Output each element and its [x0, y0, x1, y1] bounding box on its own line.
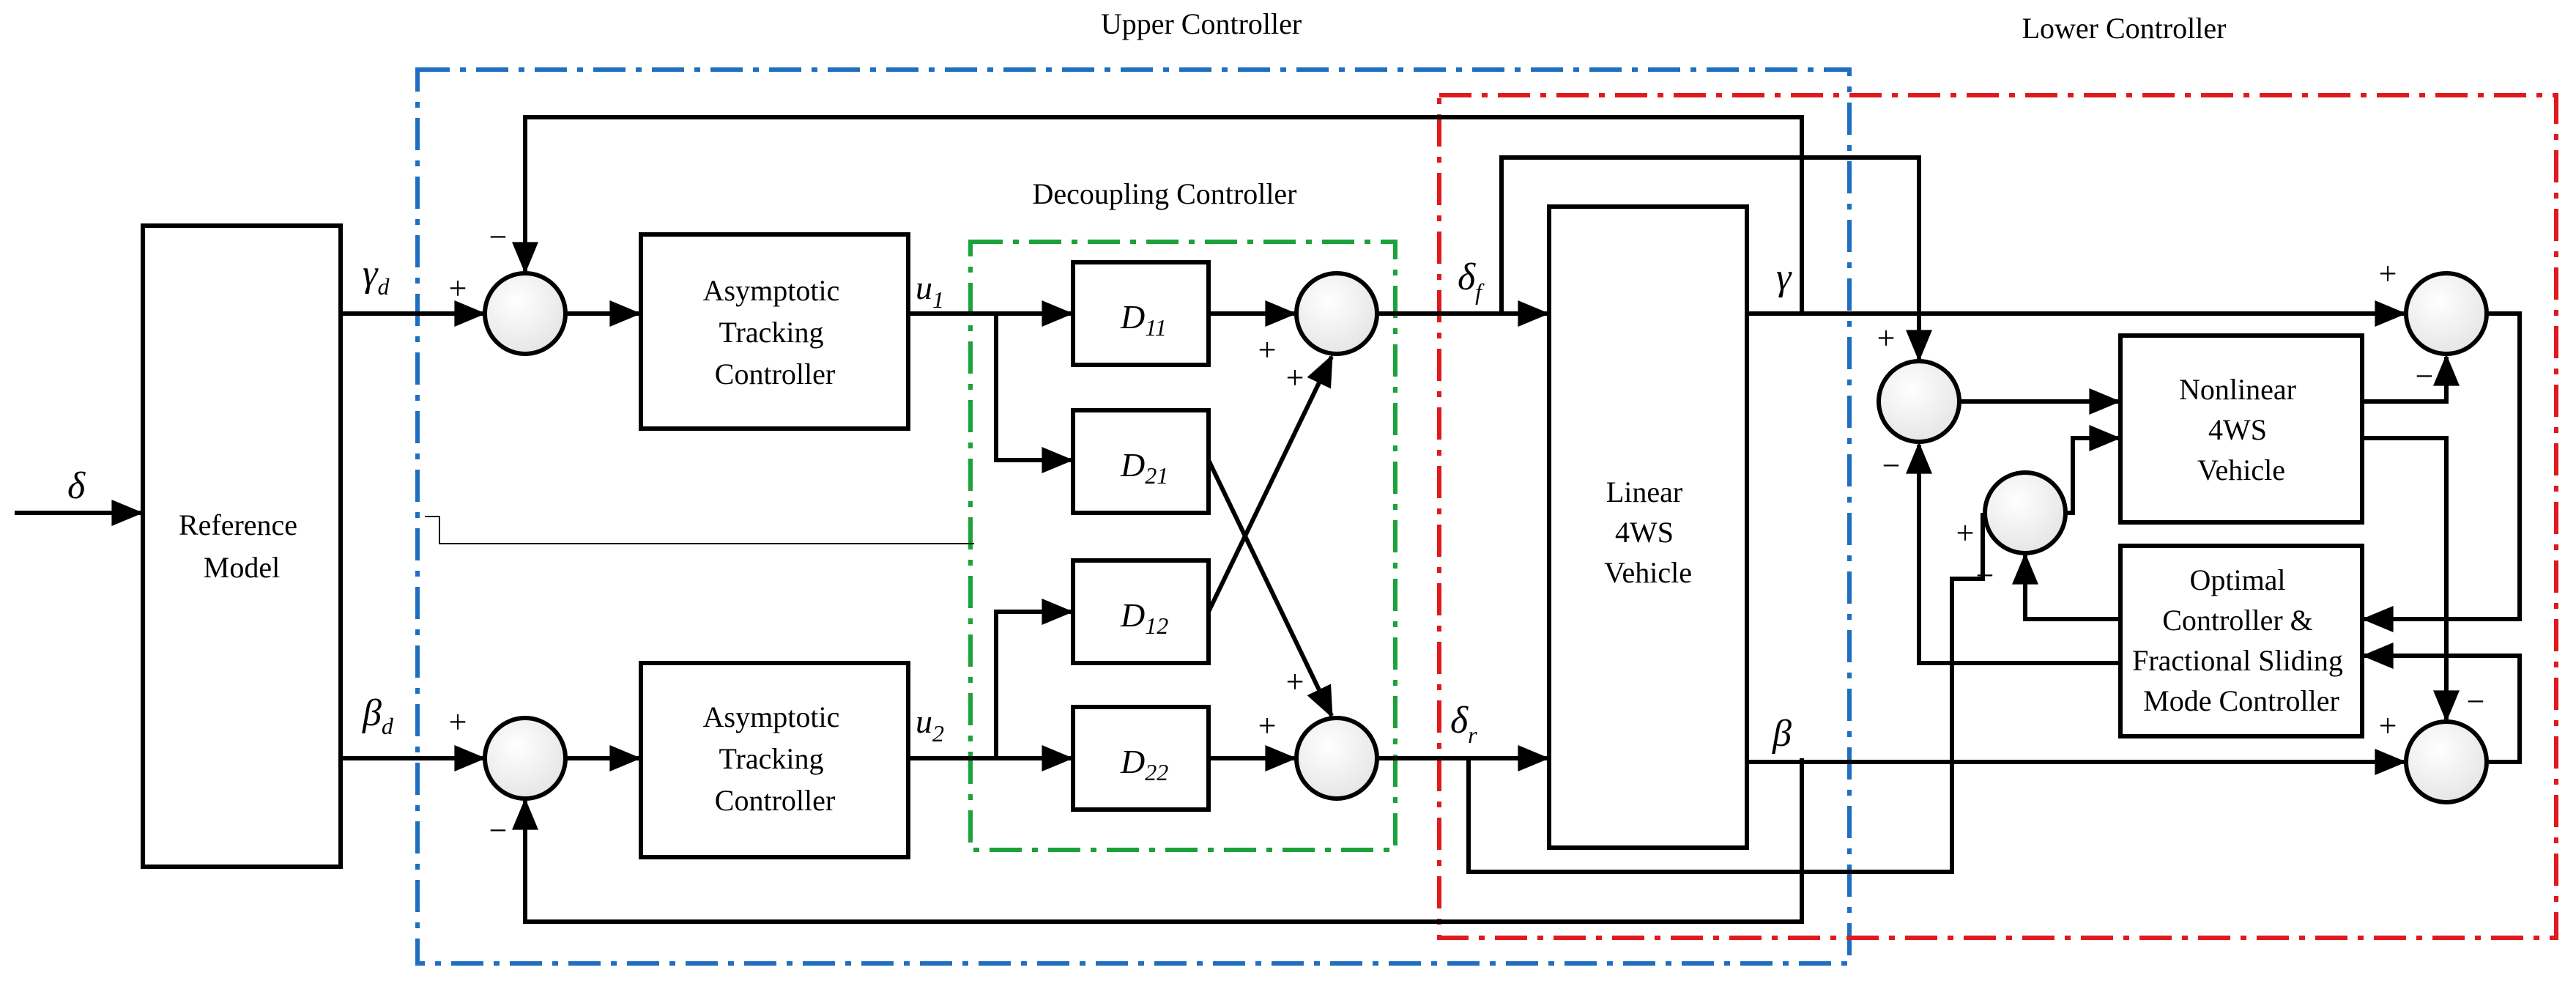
d21-label: D21: [1120, 446, 1168, 489]
d22-label: D22: [1120, 743, 1168, 785]
summer-delta-r: [1294, 716, 1379, 801]
sign-plus-d12: +: [1286, 360, 1304, 396]
sign-minus-gamma-out: −: [2416, 358, 2434, 394]
summer-delta-f: [1294, 271, 1379, 356]
sign-plus-beta-out: +: [2379, 708, 2397, 744]
d21-block: [1071, 408, 1211, 515]
lower-controller-title: Lower Controller: [2022, 12, 2227, 45]
summer-beta-error: [483, 716, 568, 801]
sign-plus-gamma-out: +: [2379, 256, 2397, 292]
nonlinear-vehicle-label: Nonlinear 4WS Vehicle: [2179, 373, 2304, 486]
lower-controller-region: [1437, 93, 2558, 940]
reference-model-block: [141, 223, 343, 869]
sign-plus-lower-mid: +: [1956, 515, 1975, 551]
sign-plus-gamma-d: +: [449, 270, 467, 306]
sign-plus-lower-left: +: [1877, 320, 1896, 356]
summer-beta-output: [2404, 719, 2489, 804]
tracking-controller-top-block: [639, 232, 910, 431]
sign-minus-lower-left: −: [1882, 448, 1901, 484]
upper-controller-title: Upper Controller: [1101, 7, 1302, 40]
delta-f-label: δf: [1458, 256, 1485, 305]
sign-minus-lower-mid: −: [1976, 558, 1994, 593]
u1-label: u1: [916, 269, 944, 313]
signal-wires: [15, 115, 2522, 924]
d12-label: D12: [1120, 596, 1168, 639]
linear-vehicle-label: Linear 4WS Vehicle: [1604, 475, 1692, 589]
gamma-d-label: γd: [363, 253, 390, 300]
thin-connector: [425, 516, 974, 544]
sign-minus-beta-out: −: [2467, 684, 2485, 719]
d11-block: [1071, 260, 1211, 367]
upper-controller-region: [415, 67, 1852, 966]
delta-r-label: δr: [1450, 700, 1477, 748]
decoupling-controller-region: [968, 240, 1398, 852]
tracking-controller-top-label: Asymptotic Tracking Controller: [703, 274, 847, 390]
beta-d-label: βd: [362, 692, 394, 739]
gamma-output-label: γ: [1776, 256, 1792, 298]
nonlinear-vehicle-block: [2118, 333, 2364, 525]
sign-plus-d22: +: [1258, 708, 1277, 744]
summer-lower-mid: [1983, 470, 2068, 555]
summer-gamma-error: [483, 271, 568, 356]
d22-block: [1071, 705, 1211, 812]
linear-vehicle-block: [1547, 204, 1749, 850]
sign-plus-d11: +: [1258, 332, 1277, 368]
u2-label: u2: [916, 703, 944, 747]
delta-input-label: δ: [67, 465, 86, 507]
reference-model-label: Reference Model: [179, 508, 305, 584]
sign-plus-beta-d: +: [449, 704, 467, 740]
tracking-controller-bottom-label: Asymptotic Tracking Controller: [703, 700, 847, 817]
summer-lower-left: [1877, 359, 1961, 444]
sign-minus-beta-fb: −: [489, 812, 508, 848]
beta-output-label: β: [1772, 713, 1792, 755]
d11-label: D11: [1120, 298, 1167, 341]
summer-gamma-output: [2404, 271, 2489, 356]
optimal-controller-block: [2118, 544, 2364, 738]
decoupling-controller-title: Decoupling Controller: [1032, 177, 1296, 210]
sign-plus-d21: +: [1286, 664, 1304, 700]
optimal-controller-label: Optimal Controller & Fractional Sliding …: [2132, 563, 2350, 717]
sign-minus-gamma-fb: −: [489, 219, 508, 255]
